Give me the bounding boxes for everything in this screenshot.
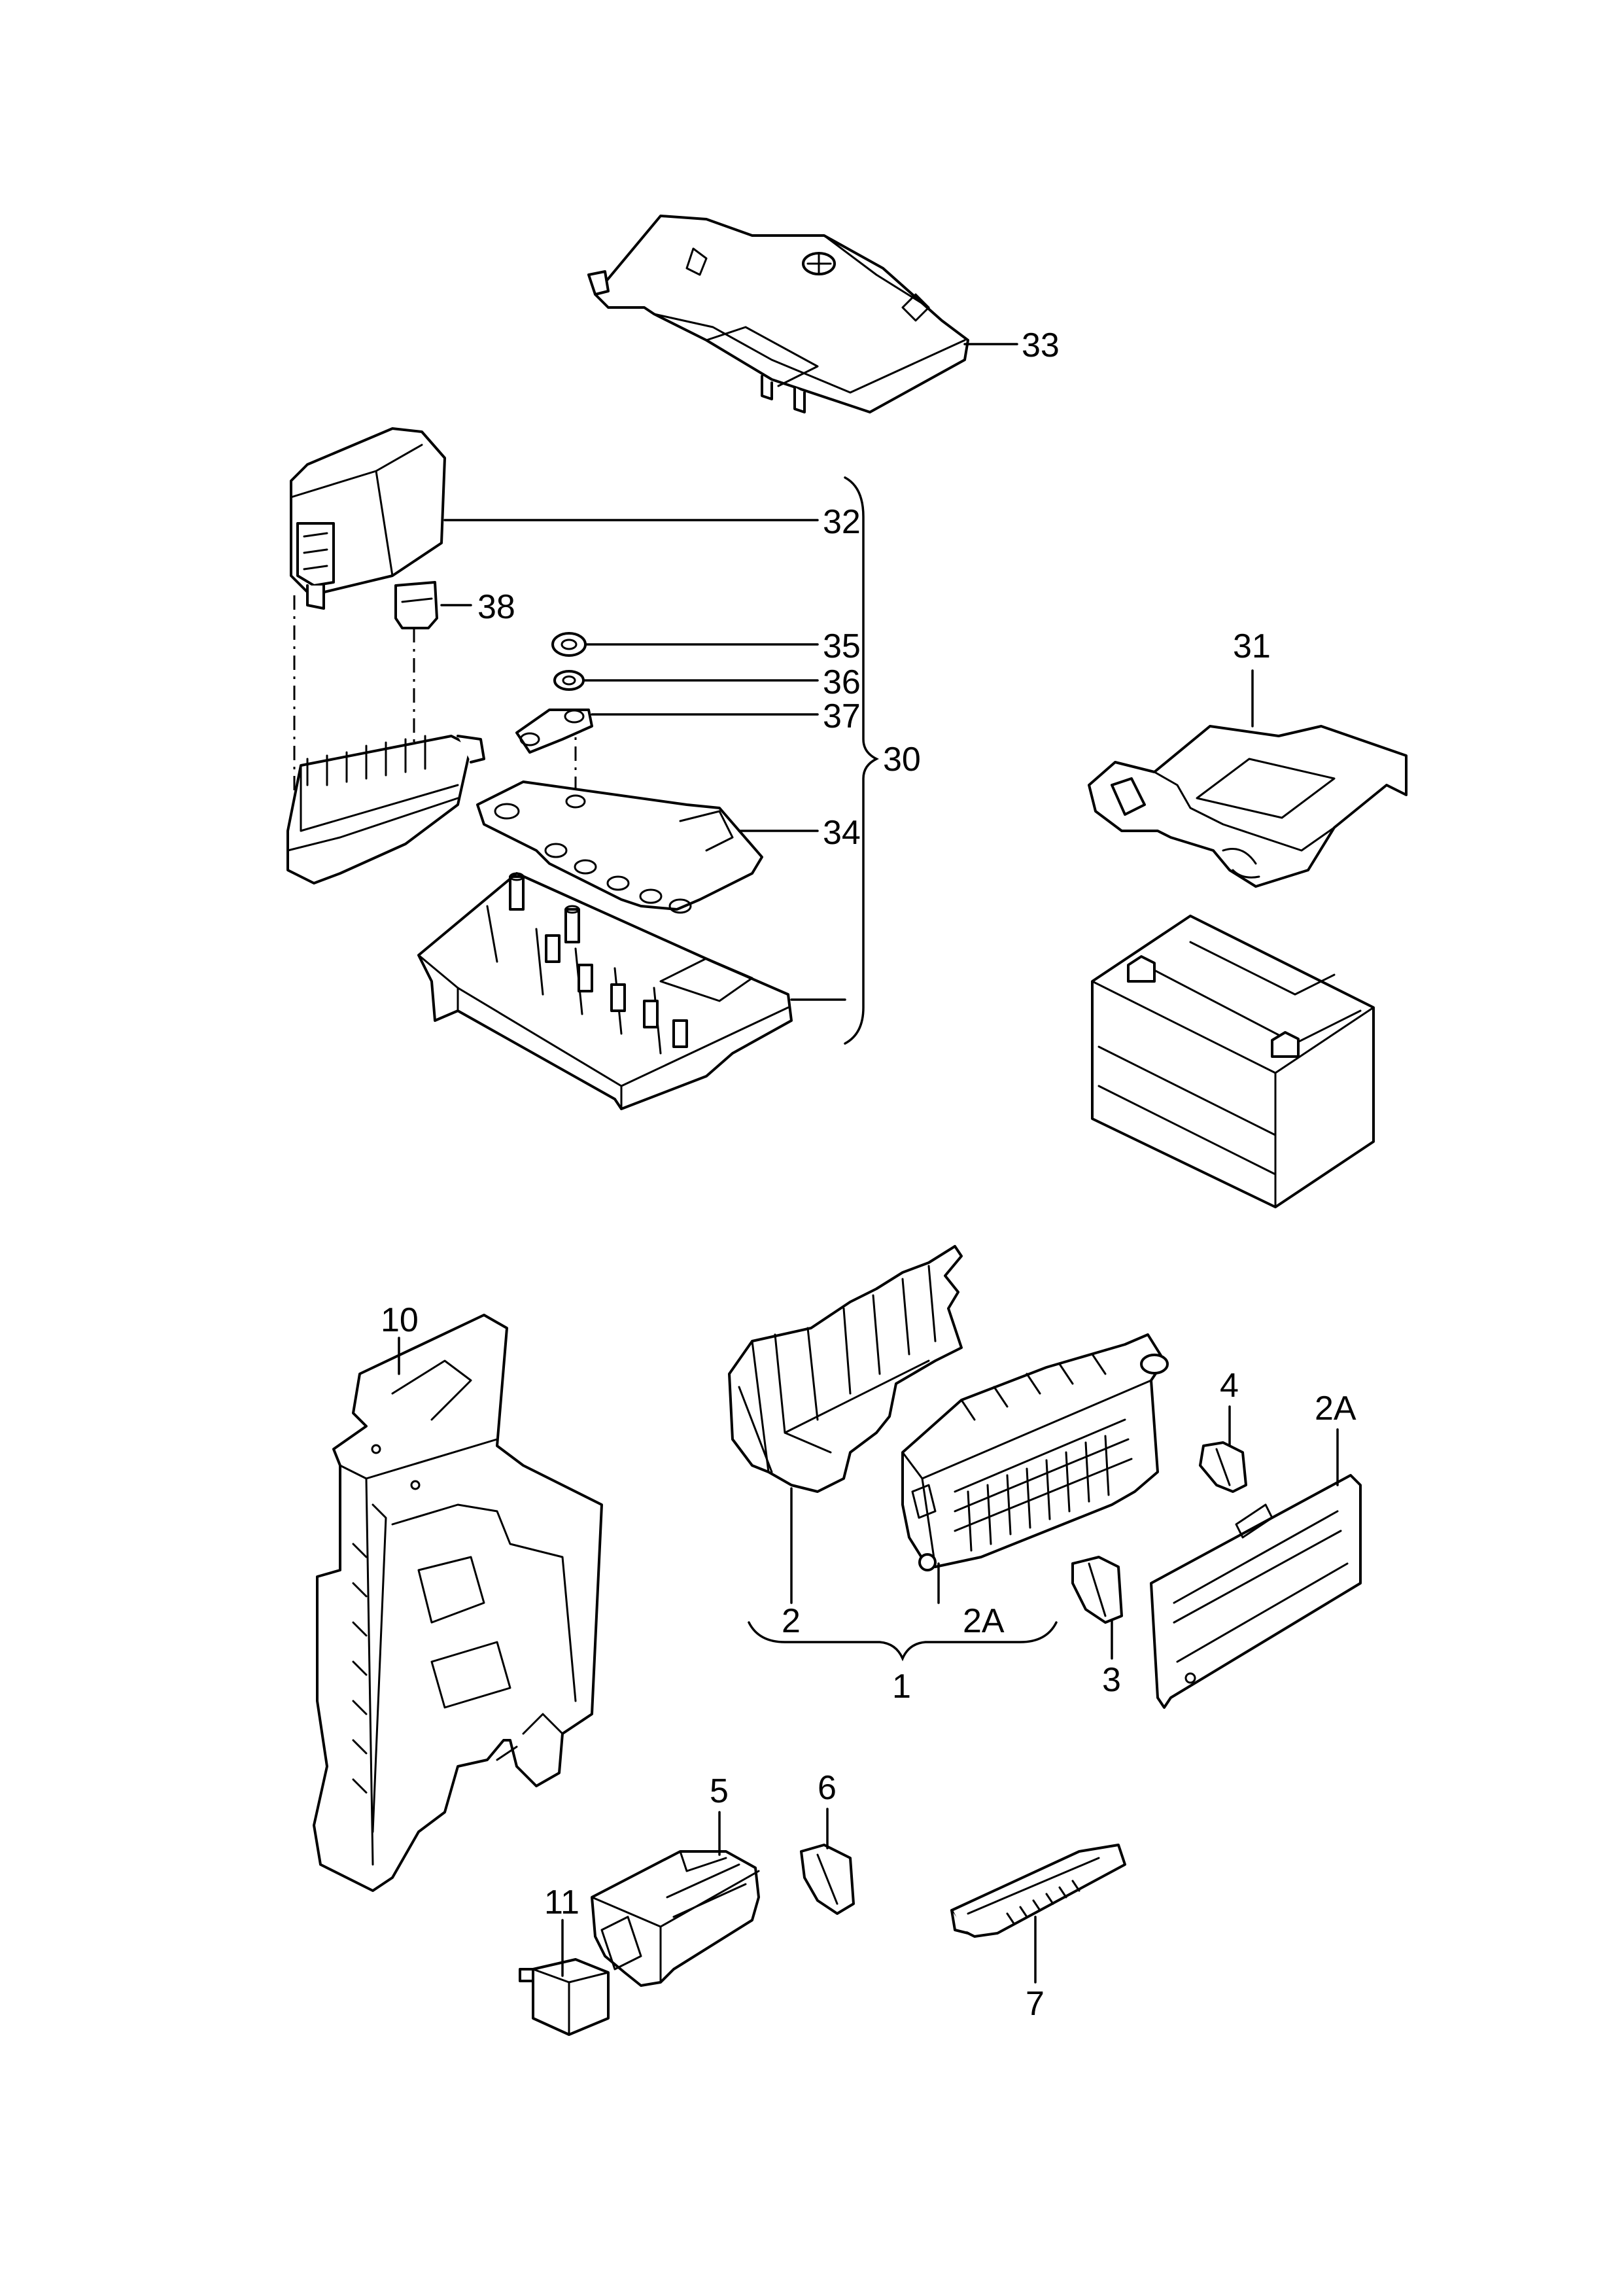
part-3-fuse — [1071, 1556, 1123, 1624]
part-30-base-tray — [417, 872, 793, 1110]
callout-36: 36 — [823, 663, 861, 701]
relay-socket-block — [286, 735, 485, 885]
callout-7: 7 — [1026, 1985, 1045, 2023]
part-33-cover — [587, 215, 969, 413]
callout-5: 5 — [710, 1772, 729, 1810]
callout-34: 34 — [823, 814, 861, 852]
part-2-housing-cover — [728, 1245, 963, 1493]
part-7-fuse-puller — [950, 1844, 1126, 1938]
part-11-relay — [519, 1958, 610, 2036]
part-10-bracket — [313, 1314, 603, 1892]
part-2a-fusebox-body — [901, 1333, 1169, 1571]
callout-35: 35 — [823, 627, 861, 665]
battery — [1091, 915, 1375, 1208]
callout-2a-bottom: 2A — [963, 1602, 1005, 1640]
part-5-fuse-holder — [591, 1850, 760, 1987]
callout-2a-top: 2A — [1315, 1390, 1356, 1428]
part-4-fuse — [1199, 1441, 1247, 1493]
part-34-busbar — [476, 780, 763, 914]
callout-33: 33 — [1022, 326, 1060, 364]
callout-11: 11 — [544, 1883, 579, 1921]
callout-38: 38 — [477, 588, 515, 626]
part-6-fuse — [800, 1844, 855, 1915]
part-37-terminal — [515, 709, 593, 754]
part-32-relay-cover — [290, 427, 446, 610]
brace-30 — [844, 476, 879, 1045]
part-2a-cover-plate — [1150, 1474, 1362, 1709]
part-36-washer — [553, 670, 585, 691]
part-35-nut — [551, 632, 587, 657]
callout-4: 4 — [1220, 1367, 1239, 1405]
callout-10: 10 — [381, 1301, 419, 1339]
callout-2: 2 — [782, 1602, 801, 1640]
callout-31: 31 — [1233, 627, 1271, 665]
part-31-battery-cover — [1088, 725, 1408, 888]
callout-32: 32 — [823, 503, 861, 541]
brace-1 — [748, 1621, 1058, 1662]
part-38-fuse — [394, 581, 438, 629]
callout-3: 3 — [1102, 1661, 1121, 1699]
callout-30: 30 — [883, 741, 921, 779]
callout-37: 37 — [823, 697, 861, 735]
callout-1: 1 — [892, 1668, 911, 1706]
callout-6: 6 — [818, 1769, 837, 1807]
